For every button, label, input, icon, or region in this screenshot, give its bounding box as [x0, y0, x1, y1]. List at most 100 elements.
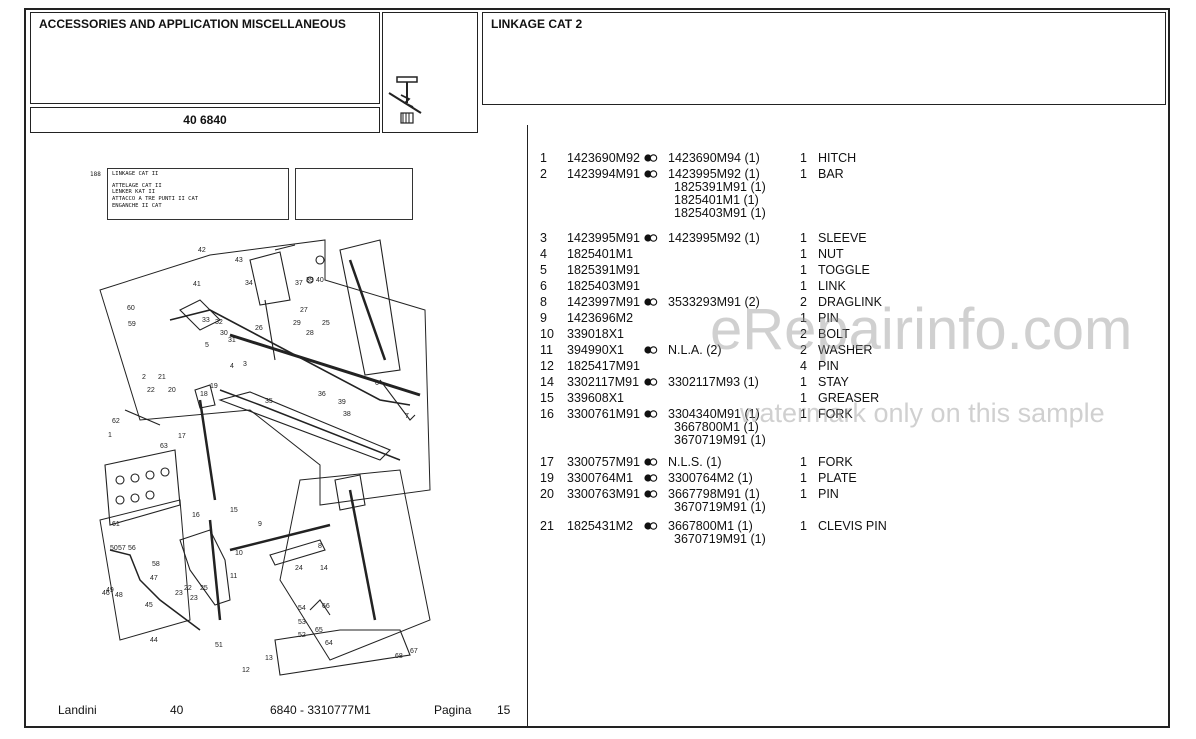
- svg-text:62: 62: [112, 418, 120, 425]
- svg-text:66: 66: [322, 603, 330, 610]
- part-description: TOGGLE: [818, 263, 870, 277]
- part-alt-code: 1423995M92 (1): [668, 167, 760, 181]
- replacement-symbol-icon: [644, 154, 658, 162]
- part-index: 14: [540, 375, 554, 389]
- footer-page-number: 15: [497, 703, 511, 717]
- svg-text:37: 37: [295, 280, 303, 287]
- part-code: 1423995M91: [567, 231, 640, 245]
- part-code: 339018X1: [567, 327, 625, 341]
- svg-text:17: 17: [178, 433, 186, 440]
- replacement-symbol-icon: [644, 170, 658, 178]
- part-description: PLATE: [818, 471, 857, 485]
- part-code: 1423696M2: [567, 311, 634, 325]
- svg-text:65: 65: [315, 627, 323, 634]
- svg-text:16: 16: [192, 512, 200, 519]
- section-title-box: ACCESSORIES AND APPLICATION MISCELLANEOU…: [30, 12, 380, 104]
- part-index: 20: [540, 487, 554, 501]
- group-code-box: 40 6840: [30, 107, 380, 133]
- replacement-symbol-icon: [644, 490, 658, 498]
- svg-text:22: 22: [184, 585, 192, 592]
- svg-text:29: 29: [293, 320, 301, 327]
- footer-page-label: Pagina: [434, 703, 472, 717]
- part-description: SLEEVE: [818, 231, 867, 245]
- part-description: FORK: [818, 407, 853, 421]
- svg-text:3: 3: [243, 361, 247, 368]
- part-description: FORK: [818, 455, 853, 469]
- part-alt-code: N.L.S. (1): [668, 455, 722, 469]
- part-index: 3: [540, 231, 547, 245]
- part-alt-code: 1423995M92 (1): [668, 231, 760, 245]
- inset-line: LINKAGE CAT II: [112, 171, 159, 177]
- svg-text:8: 8: [318, 543, 322, 550]
- part-qty: 1: [800, 263, 807, 277]
- part-description: STAY: [818, 375, 849, 389]
- part-index: 12: [540, 359, 554, 373]
- svg-text:53: 53: [298, 619, 306, 626]
- part-description: DRAGLINK: [818, 295, 882, 309]
- part-code: 3300764M1: [567, 471, 634, 485]
- part-sub-code: 3667800M1 (1): [674, 420, 759, 434]
- svg-text:22: 22: [147, 387, 155, 394]
- part-code: 339608X1: [567, 391, 625, 405]
- svg-text:9: 9: [258, 521, 262, 528]
- svg-text:39: 39: [306, 277, 314, 284]
- part-alt-code: 3533293M91 (2): [668, 295, 760, 309]
- diagram-inset-box: LINKAGE CAT II ATTELAGE CAT II LENKER KA…: [107, 168, 289, 220]
- part-code: 1825431M2: [567, 519, 634, 533]
- part-index: 10: [540, 327, 554, 341]
- part-code: 3302117M91: [567, 375, 640, 389]
- svg-text:52: 52: [298, 632, 306, 639]
- page-title: LINKAGE CAT 2: [491, 17, 583, 31]
- svg-text:12: 12: [242, 667, 250, 674]
- part-description: PIN: [818, 359, 839, 373]
- svg-text:36: 36: [318, 391, 326, 398]
- svg-text:11: 11: [230, 573, 237, 580]
- svg-text:2: 2: [142, 374, 146, 381]
- part-index: 19: [540, 471, 554, 485]
- part-index: 1: [540, 151, 547, 165]
- part-index: 2: [540, 167, 547, 181]
- svg-text:56: 56: [128, 545, 136, 552]
- part-description: WASHER: [818, 343, 873, 357]
- part-qty: 1: [800, 311, 807, 325]
- part-qty: 1: [800, 391, 807, 405]
- svg-text:63: 63: [160, 443, 168, 450]
- part-index: 4: [540, 247, 547, 261]
- part-alt-code: 3302117M93 (1): [668, 375, 759, 389]
- part-sub-code: 1825391M91 (1): [674, 180, 766, 194]
- svg-text:32: 32: [215, 319, 223, 326]
- part-description: BOLT: [818, 327, 850, 341]
- svg-text:57: 57: [118, 545, 126, 552]
- svg-text:4: 4: [230, 363, 234, 370]
- part-alt-code: 1423690M94 (1): [668, 151, 760, 165]
- part-sub-code: 1825401M1 (1): [674, 193, 759, 207]
- part-alt-code: 3667800M1 (1): [668, 519, 753, 533]
- part-description: CLEVIS PIN: [818, 519, 887, 533]
- part-qty: 2: [800, 343, 807, 357]
- group-code: 40 6840: [183, 113, 227, 127]
- part-qty: 1: [800, 407, 807, 421]
- part-description: BAR: [818, 167, 844, 181]
- symbol-box: [382, 12, 478, 133]
- svg-text:67: 67: [410, 648, 418, 655]
- svg-text:18: 18: [200, 391, 208, 398]
- part-qty: 1: [800, 519, 807, 533]
- svg-text:60: 60: [127, 305, 135, 312]
- part-code: 1825391M91: [567, 263, 640, 277]
- svg-text:58: 58: [152, 561, 160, 568]
- svg-text:45: 45: [145, 602, 153, 609]
- svg-text:50: 50: [110, 545, 118, 552]
- part-index: 6: [540, 279, 547, 293]
- inset-line: ATTELAGE CAT II: [112, 183, 162, 189]
- part-qty: 1: [800, 455, 807, 469]
- part-qty: 1: [800, 167, 807, 181]
- part-code: 1423690M92: [567, 151, 640, 165]
- part-index: 21: [540, 519, 554, 533]
- diagram-inset-blank: [295, 168, 413, 220]
- svg-text:31: 31: [228, 337, 236, 344]
- svg-text:14: 14: [320, 565, 328, 572]
- diagram-ref: 188: [90, 171, 101, 178]
- replacement-symbol-icon: [644, 474, 658, 482]
- part-description: LINK: [818, 279, 846, 293]
